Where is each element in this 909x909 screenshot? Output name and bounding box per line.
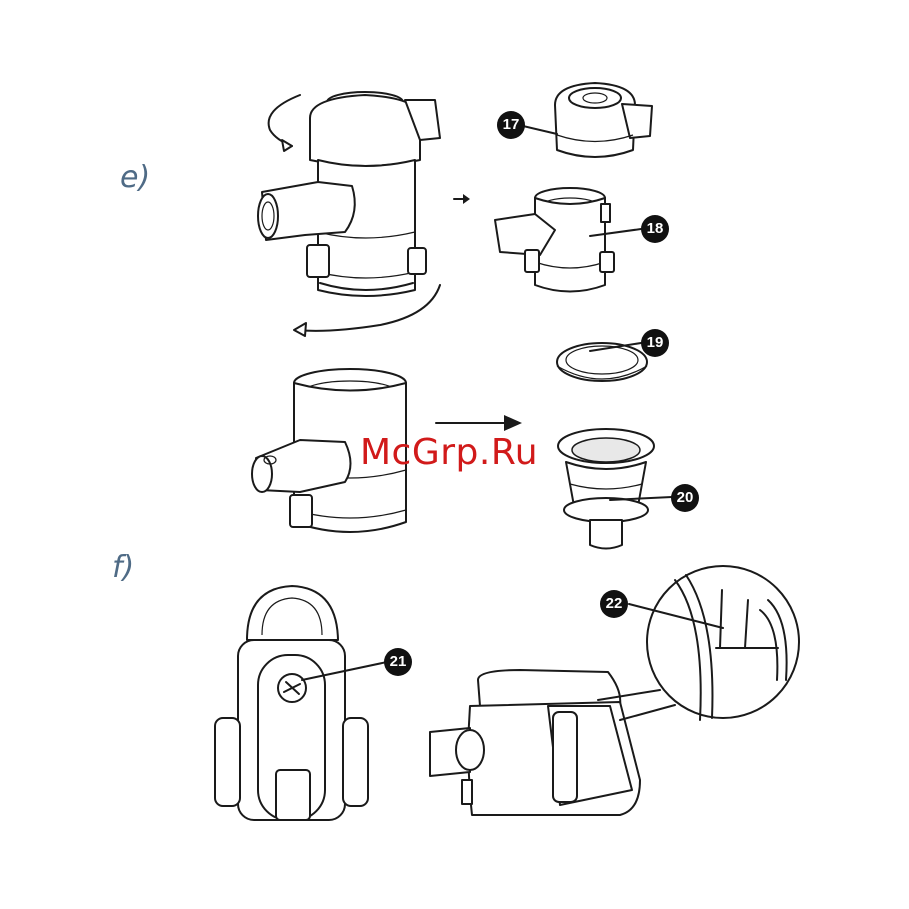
dust-container-assembled — [258, 92, 440, 336]
arrow-right-small — [454, 194, 470, 204]
part-17-cyclone-cap — [523, 83, 652, 157]
arrow-right-large — [436, 415, 522, 431]
part-20-filter — [558, 429, 672, 549]
main-unit-rear — [215, 586, 387, 820]
callout-18-badge: 18 — [641, 215, 669, 243]
step-f-label: f) — [112, 550, 134, 585]
step-e-label: e) — [120, 160, 150, 195]
main-unit-side — [430, 670, 675, 815]
magnified-detail — [629, 566, 799, 720]
watermark-text: McGrp.Ru — [360, 432, 538, 473]
callout-22-badge: 22 — [600, 590, 628, 618]
callout-17-badge: 17 — [497, 111, 525, 139]
part-19-seal-ring — [557, 343, 647, 381]
callout-19-badge: 19 — [641, 329, 669, 357]
callout-21-badge: 21 — [384, 648, 412, 676]
callout-20-badge: 20 — [671, 484, 699, 512]
part-18-container-body — [495, 188, 641, 292]
